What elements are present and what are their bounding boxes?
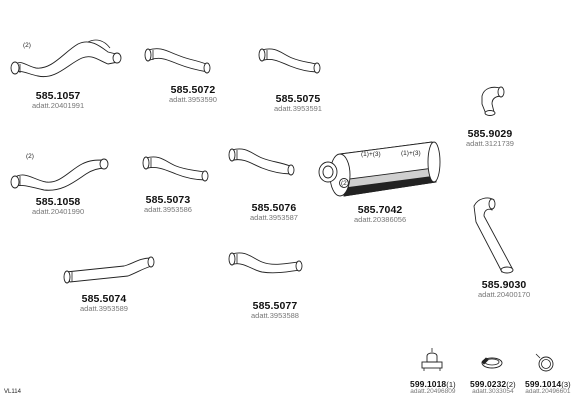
accessory-quantity: (3) bbox=[561, 380, 571, 389]
part-number: 585.5076 bbox=[251, 202, 297, 214]
part-label-585-1057: 585.1057 adatt.20401991 bbox=[32, 90, 85, 111]
elbow-585-9029-drawing bbox=[481, 86, 505, 116]
part-label-585-5076: 585.5076 adatt.3953587 bbox=[250, 202, 298, 223]
pipe-585-5076-drawing bbox=[228, 148, 295, 176]
muffler-note-small: (2) bbox=[341, 180, 349, 187]
pipe-585-5072-drawing bbox=[144, 48, 211, 74]
part-label-585-5077: 585.5077 adatt.3953588 bbox=[251, 300, 299, 321]
part-note: (2) bbox=[26, 153, 34, 160]
muffler-note-right: (1)+(3) bbox=[401, 150, 421, 157]
accessory-quantity: (1) bbox=[446, 380, 456, 389]
accessory-reference: adatt.20496601 bbox=[525, 387, 571, 395]
part-reference: adatt.3121739 bbox=[466, 139, 514, 149]
part-reference: adatt.3953588 bbox=[251, 311, 299, 321]
part-reference: adatt.20386056 bbox=[354, 215, 407, 225]
accessory-quantity: (2) bbox=[506, 380, 516, 389]
part-reference: adatt.3953590 bbox=[169, 95, 217, 105]
part-reference: adatt.3953587 bbox=[250, 213, 298, 223]
part-label-585-5074: 585.5074 adatt.3953589 bbox=[80, 293, 128, 314]
part-label-585-9029: 585.9029 adatt.3121739 bbox=[466, 128, 514, 149]
part-number: 585.5074 bbox=[81, 293, 127, 305]
pipe-585-5073-drawing bbox=[142, 156, 209, 182]
pipe-585-1057-drawing bbox=[10, 39, 122, 78]
accessory-label-599-1018: 599.1018(1) adatt.20496809 bbox=[410, 380, 456, 396]
mount-599-1018-drawing bbox=[421, 348, 443, 371]
accessory-label-599-0232: 599.0232(2) adatt.3033054 bbox=[470, 380, 516, 396]
part-reference: adatt.20401991 bbox=[32, 101, 85, 111]
clamp-599-0232-drawing bbox=[481, 357, 503, 369]
pipe-585-5077-drawing bbox=[228, 252, 303, 274]
part-label-585-7042: 585.7042 adatt.20386056 bbox=[354, 204, 407, 225]
part-reference: adatt.3953586 bbox=[144, 205, 192, 215]
pipe-585-5074-drawing bbox=[63, 256, 155, 284]
accessory-number: 599.1018(1) bbox=[410, 379, 456, 389]
part-number: 585.9030 bbox=[481, 279, 527, 291]
muffler-585-7042-drawing bbox=[318, 141, 441, 197]
pipe-585-5075-drawing bbox=[258, 48, 321, 74]
part-reference: adatt.20400170 bbox=[478, 290, 531, 300]
part-number: 585.5072 bbox=[170, 84, 216, 96]
part-number: 585.9029 bbox=[467, 128, 513, 140]
part-reference: adatt.20401990 bbox=[32, 207, 85, 217]
part-number: 585.5077 bbox=[252, 300, 298, 312]
part-number: 585.5075 bbox=[275, 93, 321, 105]
part-reference: adatt.3953589 bbox=[80, 304, 128, 314]
muffler-note-left: (1)+(3) bbox=[361, 151, 381, 158]
clamp-599-1014-drawing bbox=[535, 353, 554, 372]
accessory-reference: adatt.3033054 bbox=[472, 387, 514, 395]
part-number: 585.1057 bbox=[35, 90, 81, 102]
accessory-number: 599.1014(3) bbox=[525, 379, 571, 389]
part-label-585-5073: 585.5073 adatt.3953586 bbox=[144, 194, 192, 215]
pipe-585-1058-drawing bbox=[10, 158, 109, 191]
part-label-585-5072: 585.5072 adatt.3953590 bbox=[169, 84, 217, 105]
pipe-585-9030-drawing bbox=[473, 197, 514, 274]
part-number: 585.1058 bbox=[35, 196, 81, 208]
part-label-585-9030: 585.9030 adatt.20400170 bbox=[478, 279, 531, 300]
part-number: 585.5073 bbox=[145, 194, 191, 206]
accessory-number: 599.0232(2) bbox=[470, 379, 516, 389]
accessory-label-599-1014: 599.1014(3) adatt.20496601 bbox=[525, 380, 571, 396]
part-note: (2) bbox=[23, 42, 31, 49]
drawing-id: VL114 bbox=[4, 389, 21, 395]
accessory-reference: adatt.20496809 bbox=[410, 387, 456, 395]
part-label-585-5075: 585.5075 adatt.3953591 bbox=[274, 93, 322, 114]
part-reference: adatt.3953591 bbox=[274, 104, 322, 114]
part-label-585-1058: 585.1058 adatt.20401990 bbox=[32, 196, 85, 217]
part-number: 585.7042 bbox=[357, 204, 403, 216]
